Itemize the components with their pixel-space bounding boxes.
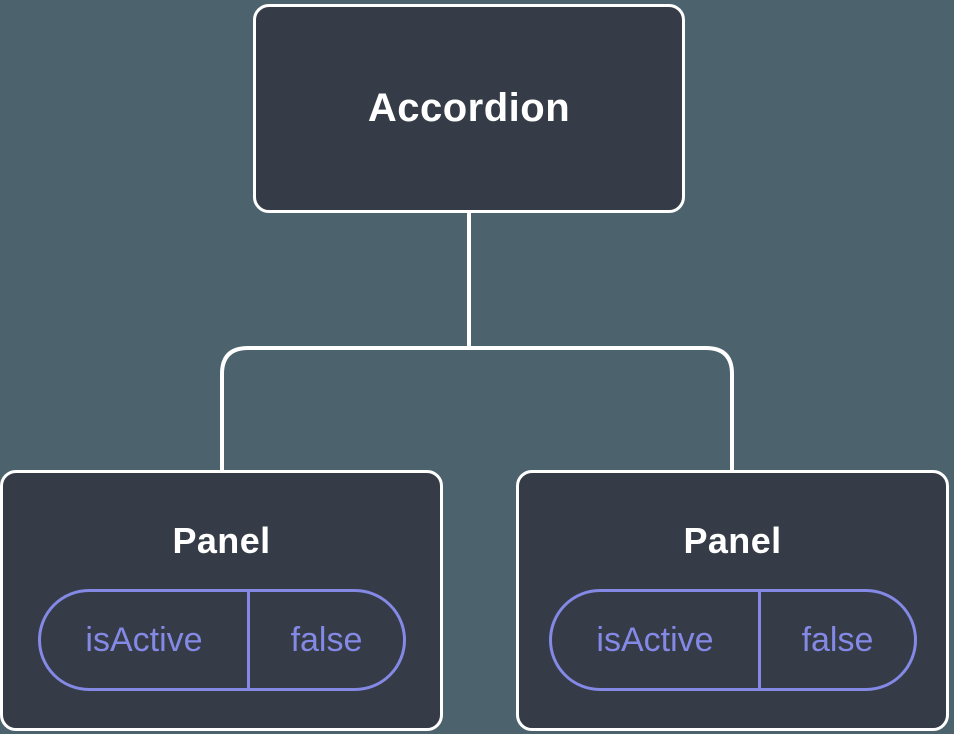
tree-node-panel-right: Panel isActive false [516, 470, 949, 731]
prop-name-label: isActive [41, 592, 251, 689]
prop-name-label: isActive [552, 592, 762, 689]
prop-pill-isactive: isActive false [37, 589, 406, 692]
accordion-node-label: Accordion [367, 86, 571, 130]
prop-pill-isactive: isActive false [548, 589, 917, 692]
tree-node-panel-left: Panel isActive false [0, 470, 443, 731]
prop-value-label: false [801, 620, 874, 659]
panel-node-label: Panel [683, 520, 782, 561]
panel-node-label: Panel [172, 520, 271, 561]
tree-node-accordion: Accordion [253, 4, 685, 213]
prop-value-label: false [290, 620, 363, 659]
connector-branch-bracket [220, 346, 734, 471]
